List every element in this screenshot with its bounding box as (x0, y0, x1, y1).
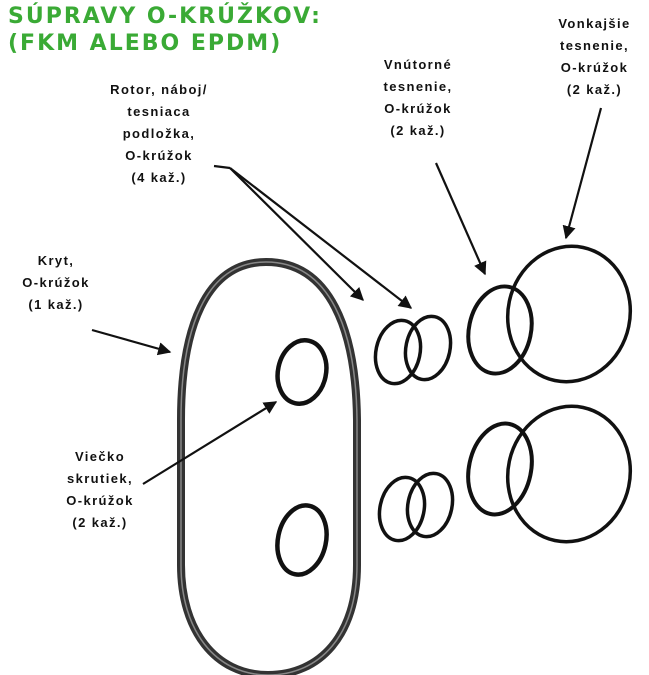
rotor-leader (213, 164, 231, 170)
diagram-title: SÚPRAVY O-KRÚŽKOV: (FKM ALEBO EPDM) (8, 3, 322, 57)
outer-seal-arrow (562, 107, 603, 240)
label-screw-cap-o-ring: Viečko skrutiek, O-krúžok (2 kaž.) (66, 449, 134, 530)
label-inner-seal: Vnútorné tesnenie, O-krúžok (2 kaž.) (383, 57, 453, 138)
cover-arrow (91, 328, 172, 356)
inner-seal-o-ring-top (466, 284, 534, 376)
label-rotor-o-ring: Rotor, náboj/ tesniaca podložka, O-krúžo… (110, 82, 208, 185)
rotor-o-ring-1 (373, 318, 423, 386)
screw-cap-o-ring-bottom (275, 503, 329, 577)
outer-seal-o-ring-top (505, 244, 633, 384)
cover-o-ring (177, 257, 361, 675)
title-line-2: (FKM ALEBO EPDM) (8, 31, 283, 56)
inner-seal-o-ring-bottom (466, 421, 534, 517)
label-cover-o-ring: Kryt, O-krúžok (1 kaž.) (22, 253, 90, 312)
screw-cap-o-ring-top (275, 338, 329, 406)
rotor-arrow-2 (229, 167, 413, 309)
rotor-o-ring-3 (377, 475, 427, 543)
label-outer-seal: Vonkajšie tesnenie, O-krúžok (2 kaž.) (558, 16, 631, 97)
outer-seal-o-ring-bottom (505, 404, 633, 544)
screw-cap-arrow (142, 401, 278, 485)
rotor-o-ring-2 (403, 314, 453, 382)
rotor-arrow-1 (229, 167, 364, 301)
rotor-o-ring-4 (405, 471, 455, 539)
inner-seal-arrow (434, 162, 487, 276)
title-line-1: SÚPRAVY O-KRÚŽKOV: (8, 4, 322, 29)
